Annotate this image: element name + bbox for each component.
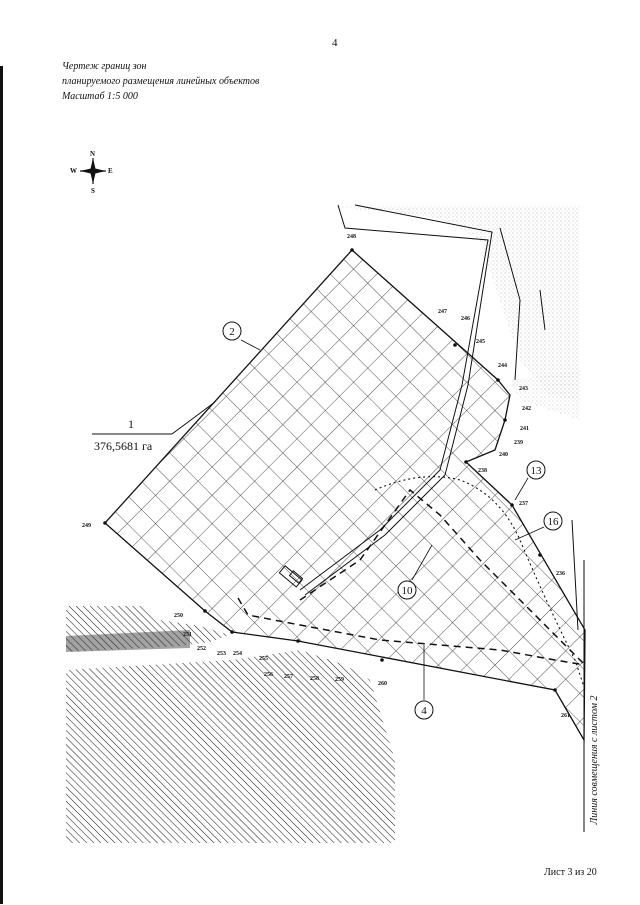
vertex-markers bbox=[103, 248, 557, 692]
point-242: 242 bbox=[522, 406, 531, 412]
compass-north: N bbox=[90, 150, 95, 158]
compass-west: W bbox=[70, 167, 77, 175]
point-238: 238 bbox=[478, 468, 487, 474]
point-240: 240 bbox=[499, 452, 508, 458]
point-250: 250 bbox=[174, 613, 183, 619]
point-236: 236 bbox=[556, 571, 565, 577]
circled-label-4: 4 bbox=[414, 645, 434, 720]
svg-text:13: 13 bbox=[531, 465, 543, 477]
drawing-subtitle: планируемого размещения линейных объекто… bbox=[62, 76, 260, 87]
area-label: 1 376,5681 га bbox=[92, 401, 216, 453]
point-259: 259 bbox=[335, 677, 344, 683]
svg-text:2: 2 bbox=[229, 326, 235, 338]
svg-text:16: 16 bbox=[548, 516, 560, 528]
point-244: 244 bbox=[498, 363, 507, 369]
point-251: 251 bbox=[183, 632, 192, 638]
point-256: 256 bbox=[264, 672, 273, 678]
point-254: 254 bbox=[233, 651, 242, 657]
match-line: Линия совмещения с листом 2 bbox=[583, 560, 600, 832]
point-247: 247 bbox=[438, 309, 447, 315]
sheet-footer: Лист 3 из 20 bbox=[544, 867, 597, 878]
point-252: 252 bbox=[197, 646, 206, 652]
point-261: 261 bbox=[561, 713, 570, 719]
point-241: 241 bbox=[520, 426, 529, 432]
point-248: 248 bbox=[347, 234, 356, 240]
compass-south: S bbox=[91, 187, 95, 195]
road-lines bbox=[299, 204, 579, 631]
point-253: 253 bbox=[217, 651, 226, 657]
planned-zone-polygon bbox=[104, 249, 586, 743]
drawing-title: Чертеж границ зон bbox=[62, 61, 147, 72]
dotted-terrain-area bbox=[330, 206, 580, 420]
road-structure bbox=[278, 565, 304, 588]
point-257: 257 bbox=[284, 674, 293, 680]
point-239: 239 bbox=[514, 440, 523, 446]
compass-east: E bbox=[108, 167, 113, 175]
page-number: 4 bbox=[332, 37, 338, 49]
point-258: 258 bbox=[310, 676, 319, 682]
point-numbers: 236 237 238 239 240 241 242 243 244 245 … bbox=[82, 234, 570, 719]
drawing-scale: Масштаб 1:5 000 bbox=[62, 91, 138, 102]
area-value: 376,5681 га bbox=[94, 439, 153, 453]
hatched-built-up-area bbox=[66, 606, 395, 843]
page-edge-bar bbox=[0, 66, 3, 904]
circled-label-13: 13 bbox=[514, 460, 546, 501]
svg-text:10: 10 bbox=[402, 585, 414, 597]
match-line-label: Линия совмещения с листом 2 bbox=[589, 695, 600, 825]
point-260: 260 bbox=[378, 681, 387, 687]
dashed-boundary-line bbox=[237, 488, 586, 666]
point-249: 249 bbox=[82, 523, 91, 529]
circled-label-2: 2 bbox=[222, 321, 261, 351]
point-245: 245 bbox=[476, 339, 485, 345]
svg-text:4: 4 bbox=[421, 705, 427, 717]
point-246: 246 bbox=[461, 316, 470, 322]
circled-label-10: 10 bbox=[397, 544, 433, 600]
area-number: 1 bbox=[128, 417, 134, 431]
point-237: 237 bbox=[519, 501, 528, 507]
dotted-boundary-curve bbox=[374, 476, 586, 691]
circled-label-16: 16 bbox=[514, 511, 563, 541]
point-243: 243 bbox=[519, 386, 528, 392]
compass-rose-icon: N S E W bbox=[70, 150, 113, 195]
point-255: 255 bbox=[259, 656, 268, 662]
